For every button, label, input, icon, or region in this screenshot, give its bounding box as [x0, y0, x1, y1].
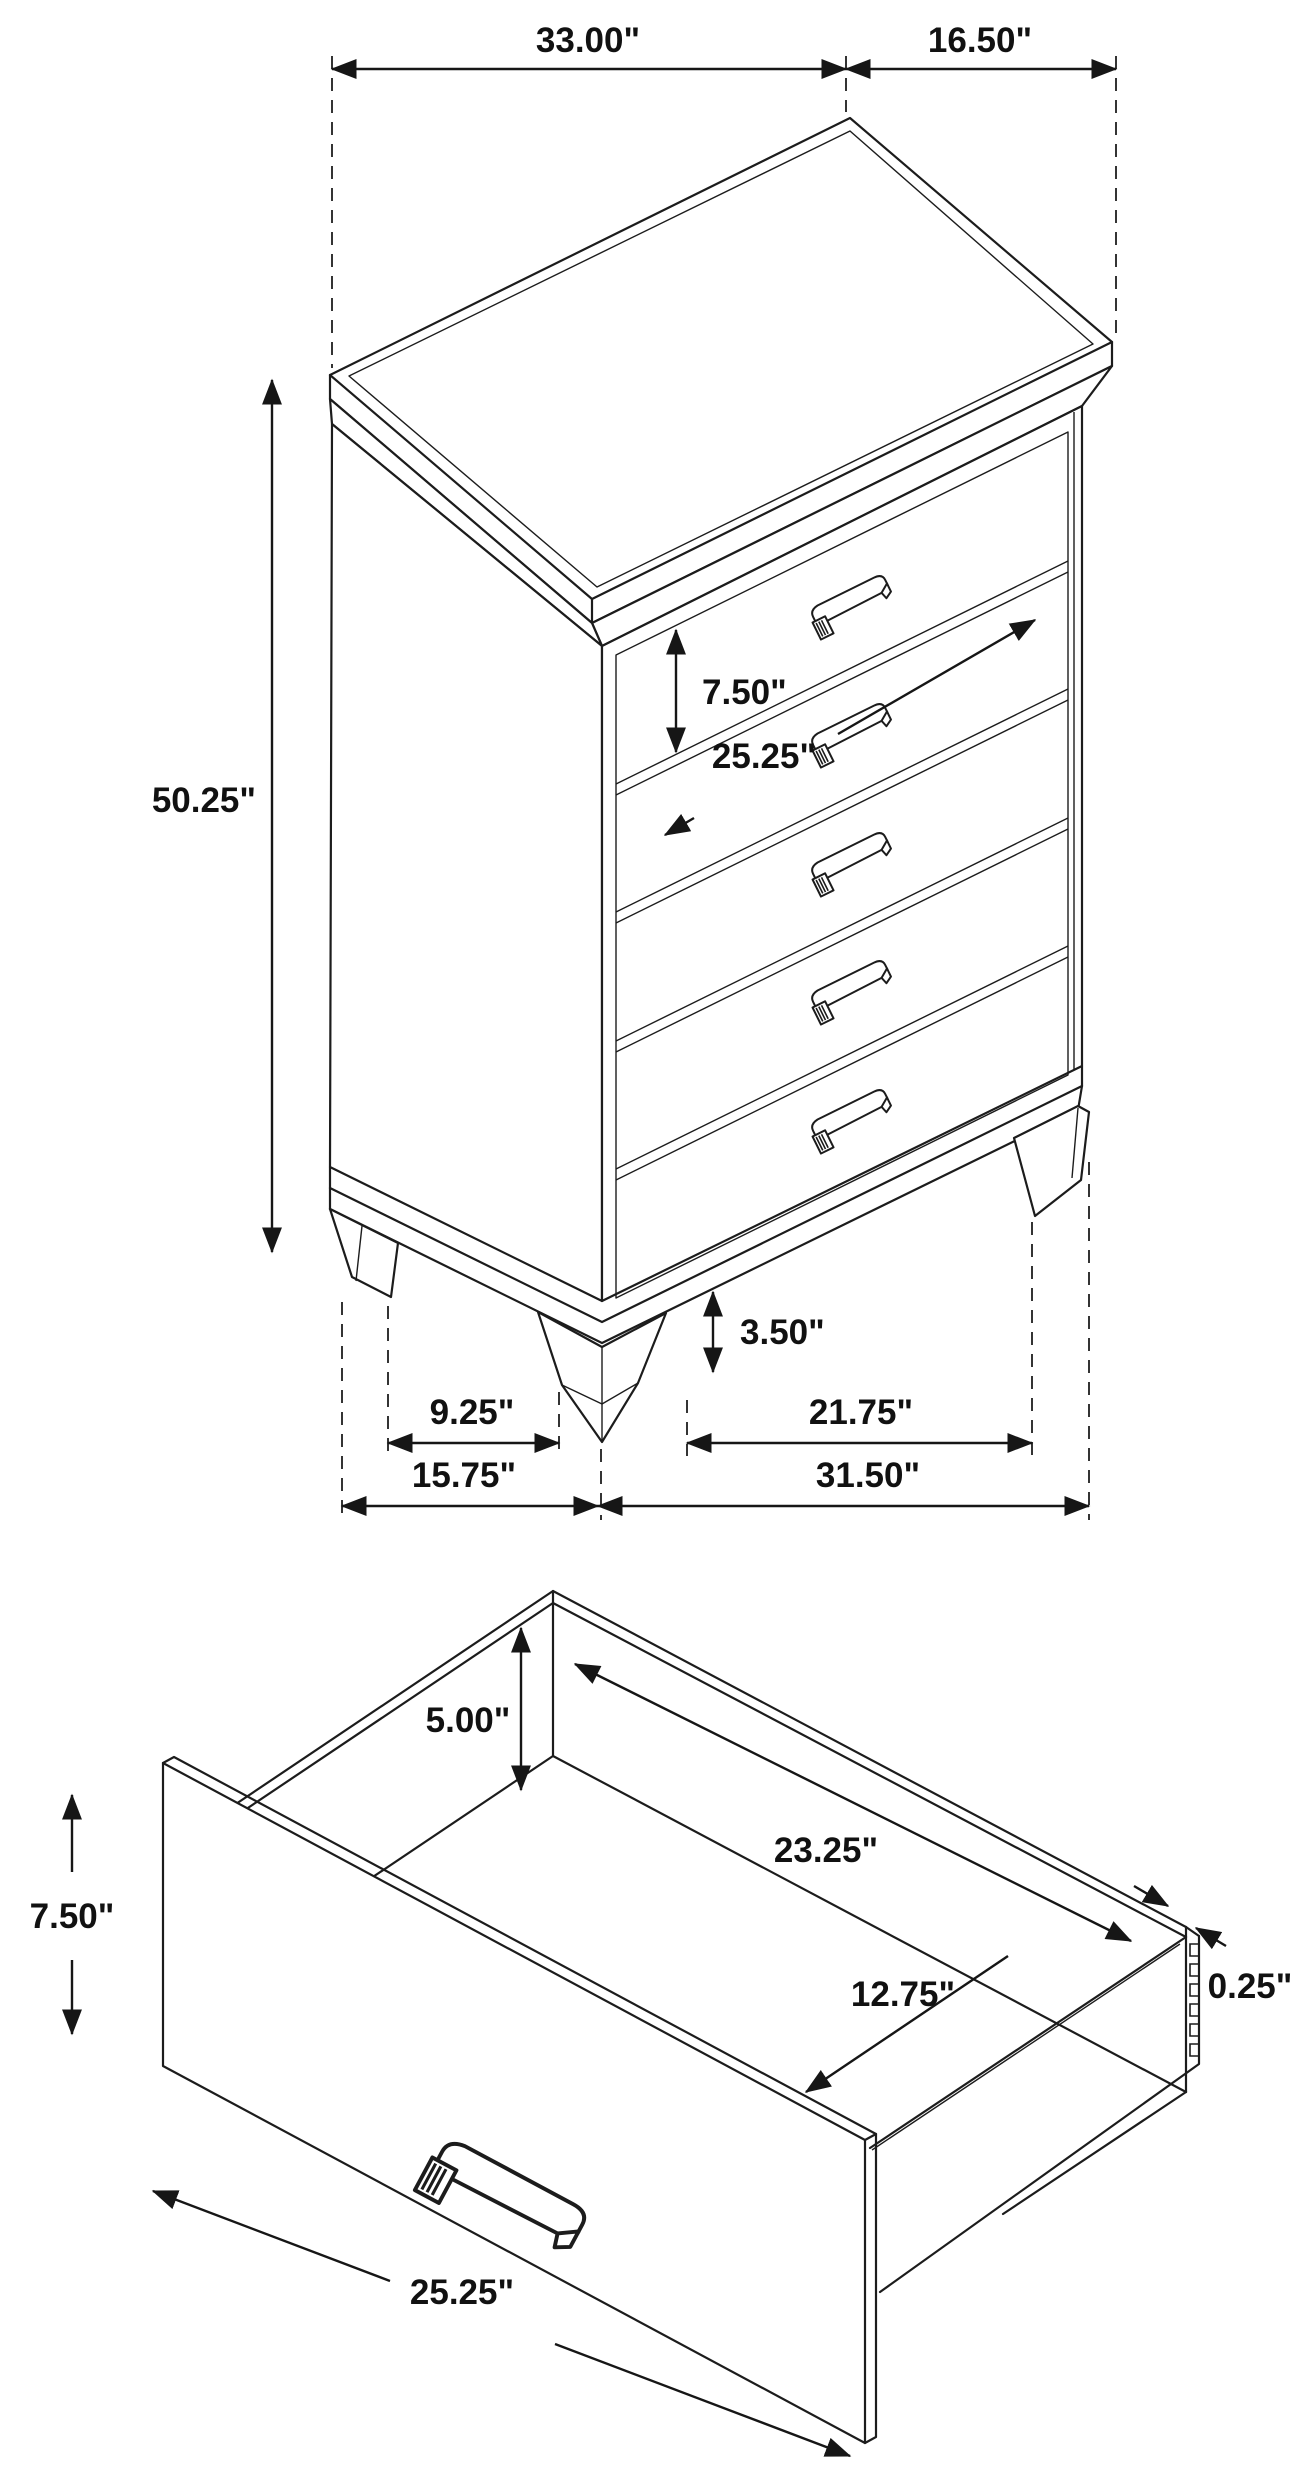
chest-feet — [328, 1104, 1091, 1444]
chest-top — [328, 116, 1114, 648]
dim-label: 0.25" — [1208, 1967, 1293, 2006]
dovetail-joints — [1189, 1943, 1200, 2057]
dim-interior-depth: 23.25" — [573, 1662, 1133, 1943]
dim-label: 12.75" — [851, 1975, 955, 2014]
dim-label: 3.50" — [740, 1313, 825, 1352]
drawer-figure: 5.00" 7.50" 23.25" 0.25" 12.75" 25.25" — [30, 1589, 1293, 2458]
drawer-handle — [811, 960, 892, 1026]
dim-panel-thickness: 0.25" — [1133, 1884, 1293, 2006]
dim-label: 25.25" — [410, 2273, 514, 2312]
chest-top-bevel — [348, 130, 1094, 588]
dim-base-depth: 15.75" — [340, 1456, 600, 1516]
dim-label: 31.50" — [816, 1456, 920, 1495]
dim-label: 50.25" — [152, 781, 256, 820]
chest-figure: 33.00" 16.50" 50.25" 7.50" 25.25" 3.50" … — [152, 21, 1118, 1520]
dim-front-width: 25.25" — [151, 2189, 852, 2458]
dim-label: 5.00" — [426, 1701, 511, 1740]
chest-handles — [811, 575, 892, 1155]
chest-drawer-gaps — [615, 560, 1069, 1181]
chest-right-foot — [1012, 1104, 1091, 1218]
dim-label: 21.75" — [809, 1393, 913, 1432]
dim-front-height: 7.50" — [30, 1793, 115, 2036]
dim-interior-width: 12.75" — [804, 1955, 1009, 2093]
dim-rear-foot-spacing: 9.25" — [386, 1393, 561, 1453]
dim-top-width: 33.00" — [330, 21, 848, 79]
chest-left-foot — [328, 1207, 400, 1299]
dim-label: 7.50" — [30, 1897, 115, 1936]
dim-label: 7.50" — [702, 673, 787, 712]
dim-side-height: 5.00" — [426, 1626, 531, 1792]
dim-top-depth: 16.50" — [844, 21, 1118, 79]
dim-drawer-width: 25.25" — [663, 618, 1037, 837]
chest-extension-lines — [331, 56, 1117, 1520]
dim-label: 23.25" — [774, 1831, 878, 1870]
drawer-front-panel — [161, 1755, 878, 2445]
dim-label: 33.00" — [536, 21, 640, 60]
dim-label: 25.25" — [712, 737, 816, 776]
drawer-side-wall — [878, 1934, 1201, 2294]
dim-overall-height: 50.25" — [152, 378, 282, 1254]
dim-base-width: 31.50" — [596, 1456, 1091, 1516]
drawer-handle — [811, 832, 892, 898]
chest-front-frame — [615, 431, 1069, 1299]
drawer-handle — [412, 2141, 587, 2250]
dim-foot-height: 3.50" — [703, 1290, 825, 1374]
dim-drawer-height: 7.50" — [666, 628, 787, 754]
chest-base-moulding — [328, 1064, 1084, 1345]
chest-body — [328, 404, 1084, 1345]
dim-label: 15.75" — [412, 1456, 516, 1495]
dim-label: 16.50" — [928, 21, 1032, 60]
chest-front-foot — [536, 1310, 668, 1444]
drawer-handle — [811, 575, 892, 641]
drawer-handle — [811, 1089, 892, 1155]
dim-front-foot-spacing: 21.75" — [685, 1393, 1034, 1453]
dim-label: 9.25" — [430, 1393, 515, 1432]
